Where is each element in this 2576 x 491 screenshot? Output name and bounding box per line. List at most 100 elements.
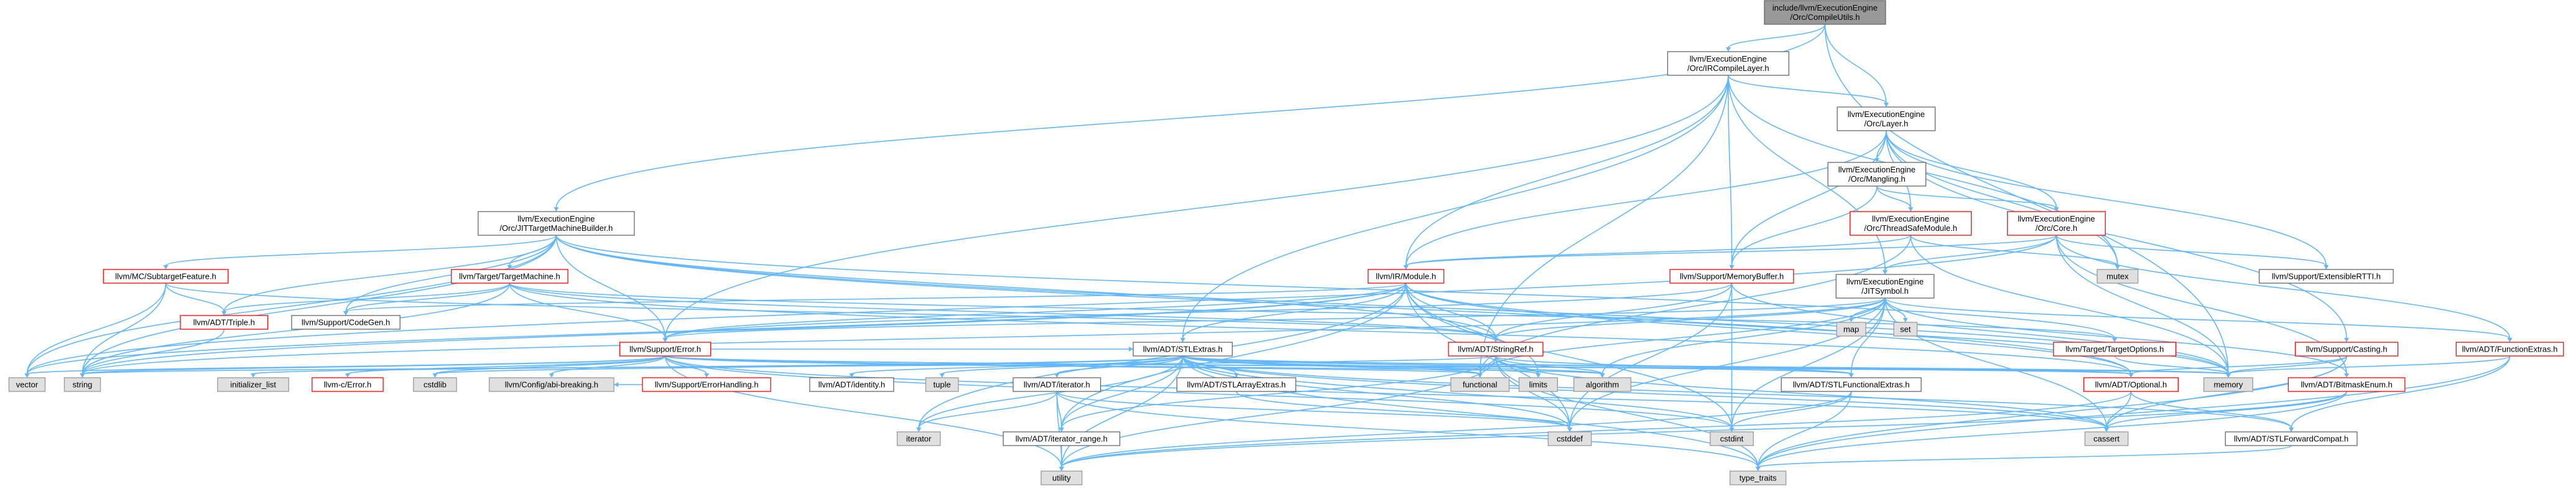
node-label-jitsym: llvm/ExecutionEngine	[1846, 277, 1924, 286]
node-casting[interactable]: llvm/Support/Casting.h	[2295, 342, 2399, 357]
edge-ttm-codegen	[345, 283, 511, 312]
node-label-jtmb: llvm/ExecutionEngine	[517, 214, 595, 223]
node-triple[interactable]: llvm/ADT/Triple.h	[180, 315, 269, 330]
node-optional[interactable]: llvm/ADT/Optional.h	[2083, 377, 2179, 392]
node-bitenum[interactable]: llvm/ADT/BitmaskEnum.h	[2287, 377, 2406, 392]
edge-ircl-layer	[1728, 75, 1887, 104]
edge-jtmb-stringref	[555, 235, 1496, 339]
node-label-functional: functional	[1463, 380, 1498, 390]
edge-stlarray-cstddef	[1236, 391, 1570, 429]
node-box-stlfwd	[2225, 431, 2358, 446]
edge-stlextras-iterstd	[918, 355, 1184, 429]
node-identity[interactable]: llvm/ADT/identity.h	[809, 377, 894, 392]
edge-stringref-limits	[1495, 355, 1539, 375]
node-label-errhandling: llvm/Support/ErrorHandling.h	[655, 380, 759, 390]
node-label-membuf: llvm/Support/MemoryBuffer.h	[1680, 272, 1784, 281]
node-label-cstdlib: cstdlib	[424, 380, 447, 390]
node-errhandling[interactable]: llvm/Support/ErrorHandling.h	[642, 377, 771, 392]
node-iterrange[interactable]: llvm/ADT/iterator_range.h	[1003, 431, 1121, 446]
edge-stringref-string	[81, 355, 1496, 375]
node-label-tsm: llvm/ExecutionEngine	[1872, 214, 1949, 223]
arrowhead-jtmb-mcst	[163, 265, 169, 269]
arrowhead-stlarray-cstddef	[1567, 428, 1572, 432]
node-ircl[interactable]: llvm/ExecutionEngine/Orc/IRCompileLayer.…	[1667, 51, 1789, 76]
node-box-topts	[2053, 342, 2177, 357]
edge-fextras-typetraits	[1757, 355, 2511, 468]
node-cstddef: cstddef	[1547, 431, 1592, 446]
arrowhead-ttm-topts	[2112, 338, 2118, 342]
node-label-iterrange: llvm/ADT/iterator_range.h	[1016, 434, 1108, 444]
node-irmod[interactable]: llvm/IR/Module.h	[1368, 269, 1445, 284]
node-string: string	[63, 377, 101, 392]
node-mangling[interactable]: llvm/ExecutionEngine/Orc/Mangling.h	[1827, 162, 1927, 187]
arrowhead-stringref-stlfunc	[1848, 373, 1854, 378]
node-label-stringref: llvm/ADT/StringRef.h	[1458, 345, 1533, 354]
node-label-vector: vector	[16, 380, 39, 390]
node-label-triple: llvm/ADT/Triple.h	[193, 318, 255, 327]
edge-stlextras-tuple	[941, 355, 1184, 375]
edge-topts-memory	[2114, 355, 2229, 375]
edge-irmod-stlextras	[1182, 283, 1407, 339]
arrowhead-root-ircl	[1725, 47, 1731, 52]
node-stlextras[interactable]: llvm/ADT/STLExtras.h	[1133, 342, 1233, 357]
node-codegen[interactable]: llvm/Support/CodeGen.h	[291, 315, 401, 330]
arrowhead-stringref-string	[80, 373, 85, 378]
node-box-abibreak	[488, 377, 614, 392]
edge-core-irmod	[1405, 235, 2057, 266]
arrowhead-error-cerror	[345, 373, 350, 378]
node-iterstd: iterator	[896, 431, 941, 446]
arrowhead-stringref-limits	[1536, 373, 1541, 378]
node-stringref[interactable]: llvm/ADT/StringRef.h	[1448, 342, 1544, 357]
edge-bitenum-typetraits	[1757, 391, 2347, 468]
node-stlfunc[interactable]: llvm/ADT/STLFunctionalExtras.h	[1781, 377, 1922, 392]
node-label-string: string	[73, 380, 93, 390]
edge-stlextras-stlfwd	[1182, 355, 2292, 429]
node-label-utility: utility	[1052, 474, 1071, 483]
arrowhead-stringref-algorithm	[1600, 373, 1605, 378]
edge-jtmb-vector	[26, 235, 557, 375]
node-core[interactable]: llvm/ExecutionEngine/Orc/Core.h	[2007, 211, 2106, 236]
arrowhead-mangling-core	[2054, 207, 2059, 212]
node-mcst[interactable]: llvm/MC/SubtargetFeature.h	[103, 269, 229, 284]
node-label-ircl: llvm/ExecutionEngine	[1690, 54, 1767, 63]
arrowhead-core-ertti	[2323, 265, 2329, 269]
node-label-abibreak: llvm/Config/abi-breaking.h	[505, 380, 598, 390]
node-box-ertti	[2258, 269, 2394, 284]
node-topts[interactable]: llvm/Target/TargetOptions.h	[2053, 342, 2177, 357]
node-fextras[interactable]: llvm/ADT/FunctionExtras.h	[2455, 342, 2564, 357]
node-membuf[interactable]: llvm/Support/MemoryBuffer.h	[1669, 269, 1794, 284]
edge-adtiter-iterstd	[918, 391, 1058, 429]
node-jitsym[interactable]: llvm/ExecutionEngine/JITSymbol.h	[1835, 274, 1935, 299]
edge-casting-memory	[2228, 355, 2347, 375]
arrowhead-stlextras-cstdlib	[432, 373, 438, 378]
arrowhead-ttm-triple	[221, 311, 227, 316]
edge-jitsym-fextras	[1884, 297, 2511, 339]
edge-stlfunc-typetraits	[1757, 391, 1852, 468]
arrowhead-jitsym-set	[1902, 318, 1908, 322]
node-adtiter[interactable]: llvm/ADT/iterator.h	[1012, 377, 1101, 392]
node-cerror[interactable]: llvm-c/Error.h	[312, 377, 384, 392]
edge-stlextras-limits	[1182, 355, 1539, 375]
node-tsm[interactable]: llvm/ExecutionEngine/Orc/ThreadSafeModul…	[1850, 211, 1972, 236]
node-ertti[interactable]: llvm/Support/ExtensibleRTTI.h	[2258, 269, 2394, 284]
edge-optional-cassert	[2106, 391, 2132, 429]
edge-ttm-stringref	[509, 283, 1496, 339]
node-box-set	[1893, 322, 1918, 337]
node-stlarray[interactable]: llvm/ADT/STLArrayExtras.h	[1176, 377, 1297, 392]
arrowhead-error-stlextras	[1129, 347, 1134, 352]
node-map: map	[1836, 322, 1866, 337]
node-box-fextras	[2455, 342, 2564, 357]
node-stlfwd[interactable]: llvm/ADT/STLForwardCompat.h	[2225, 431, 2358, 446]
node-box-irmod	[1368, 269, 1445, 284]
node-layer[interactable]: llvm/ExecutionEngine/Orc/Layer.h	[1837, 106, 1936, 131]
node-error[interactable]: llvm/Support/Error.h	[619, 342, 711, 357]
edge-adtiter-typetraits	[1056, 391, 1759, 468]
edge-stlextras-memory	[1182, 355, 2229, 375]
node-box-codegen	[291, 315, 401, 330]
node-box-mutex	[2096, 269, 2139, 284]
node-ttm[interactable]: llvm/Target/TargetMachine.h	[451, 269, 568, 284]
node-label-fextras: llvm/ADT/FunctionExtras.h	[2462, 345, 2558, 354]
node-jtmb[interactable]: llvm/ExecutionEngine/Orc/JITTargetMachin…	[478, 211, 635, 236]
arrowhead-mangling-tsm	[1908, 207, 1914, 212]
